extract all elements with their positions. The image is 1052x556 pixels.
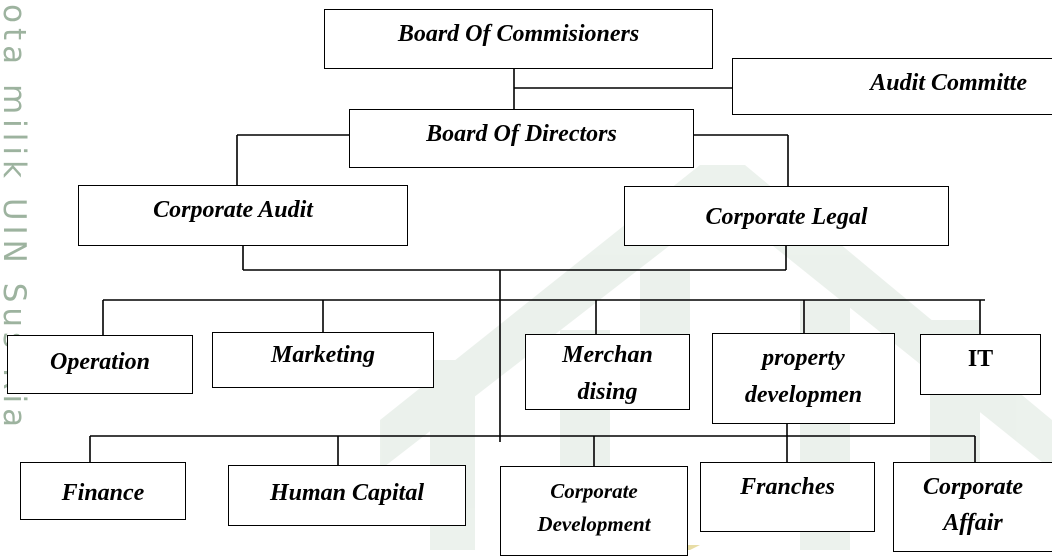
- corporate-audit-box: Corporate Audit: [78, 185, 408, 246]
- audit-committee-box: Audit Committe: [732, 58, 1052, 115]
- human-capital-label: Human Capital: [269, 480, 425, 506]
- board-of-commissioners-label: Board Of Commisioners: [397, 21, 640, 47]
- human-capital-box: Human Capital: [228, 465, 466, 526]
- finance-label: Finance: [61, 480, 145, 506]
- board-of-directors-label: Board Of Directors: [426, 121, 617, 147]
- corporate-affair-box: Corporate Affair: [893, 462, 1052, 552]
- marketing-label: Marketing: [270, 342, 375, 368]
- property-development-box: property developmen: [712, 333, 895, 424]
- merchandising-label: Merchan dising: [562, 342, 653, 405]
- it-box: IT: [920, 334, 1041, 395]
- corporate-audit-label: Corporate Audit: [153, 197, 313, 223]
- corporate-development-label: Corporate Development: [537, 479, 651, 536]
- operation-label: Operation: [49, 349, 150, 375]
- merchandising-box: Merchan dising: [525, 334, 690, 410]
- franchises-box: Franches: [700, 462, 875, 532]
- corporate-affair-label: Corporate Affair: [922, 474, 1023, 536]
- audit-committee-label: Audit Committe: [870, 70, 1027, 96]
- property-development-label: property developmen: [744, 345, 863, 408]
- operation-box: Operation: [7, 335, 193, 394]
- board-of-commissioners-box: Board Of Commisioners: [324, 9, 713, 69]
- corporate-legal-box: Corporate Legal: [624, 186, 949, 246]
- corporate-development-box: Corporate Development: [500, 466, 688, 556]
- finance-box: Finance: [20, 462, 186, 520]
- board-of-directors-box: Board Of Directors: [349, 109, 694, 168]
- it-label: IT: [967, 346, 994, 372]
- corporate-legal-label: Corporate Legal: [705, 204, 868, 230]
- marketing-box: Marketing: [212, 332, 434, 388]
- franchises-label: Franches: [740, 474, 835, 500]
